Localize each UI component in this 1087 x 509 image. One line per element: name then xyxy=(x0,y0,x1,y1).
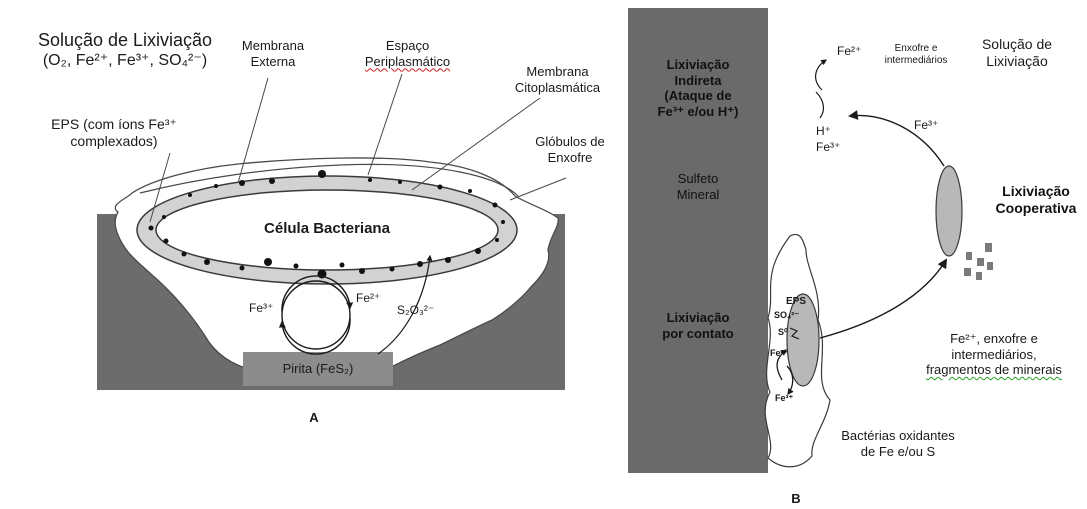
leaching-solution-ions: (O₂, Fe²⁺, Fe³⁺, SO₄²⁻) xyxy=(20,51,230,70)
fe3-cell-label: Fe³⁺ xyxy=(775,393,793,404)
panel-b-letter: B xyxy=(784,491,808,507)
bacterial-cell-label: Célula Bacteriana xyxy=(207,220,447,238)
eps-b-label: EPS xyxy=(786,296,806,308)
leaching-solution-title: Solução de Lixiviação xyxy=(20,30,230,52)
so4-b-label: SO₄²⁻ xyxy=(774,310,799,321)
thiosulfate-label: S₂O₃²⁻ xyxy=(397,303,434,317)
fe2-release-arrow xyxy=(816,60,826,90)
free-bacterium xyxy=(936,166,962,256)
fe2-cell-label: Fe²⁺ xyxy=(770,348,788,359)
mineral-fragments xyxy=(964,243,993,280)
fe3-label-a: Fe³⁺ xyxy=(249,301,273,315)
fe3-arrow-label: Fe³⁺ xyxy=(914,118,938,132)
s0-b-label: S⁰ xyxy=(778,327,788,338)
contact-to-cooperative-arrow xyxy=(820,260,946,338)
panel-a-letter: A xyxy=(302,410,326,426)
h-release-arrow xyxy=(816,92,823,118)
pyrite-label: Pirita (FeS₂) xyxy=(243,361,393,377)
eps-label: EPS (com íons Fe³⁺complexados) xyxy=(14,116,214,150)
fe2-top-label: Fe²⁺ xyxy=(837,44,861,58)
fe3-surface-label: Fe³⁺ xyxy=(816,140,840,154)
h-plus-label: H⁺ xyxy=(816,124,831,138)
fe2-label-a: Fe²⁺ xyxy=(356,291,380,305)
